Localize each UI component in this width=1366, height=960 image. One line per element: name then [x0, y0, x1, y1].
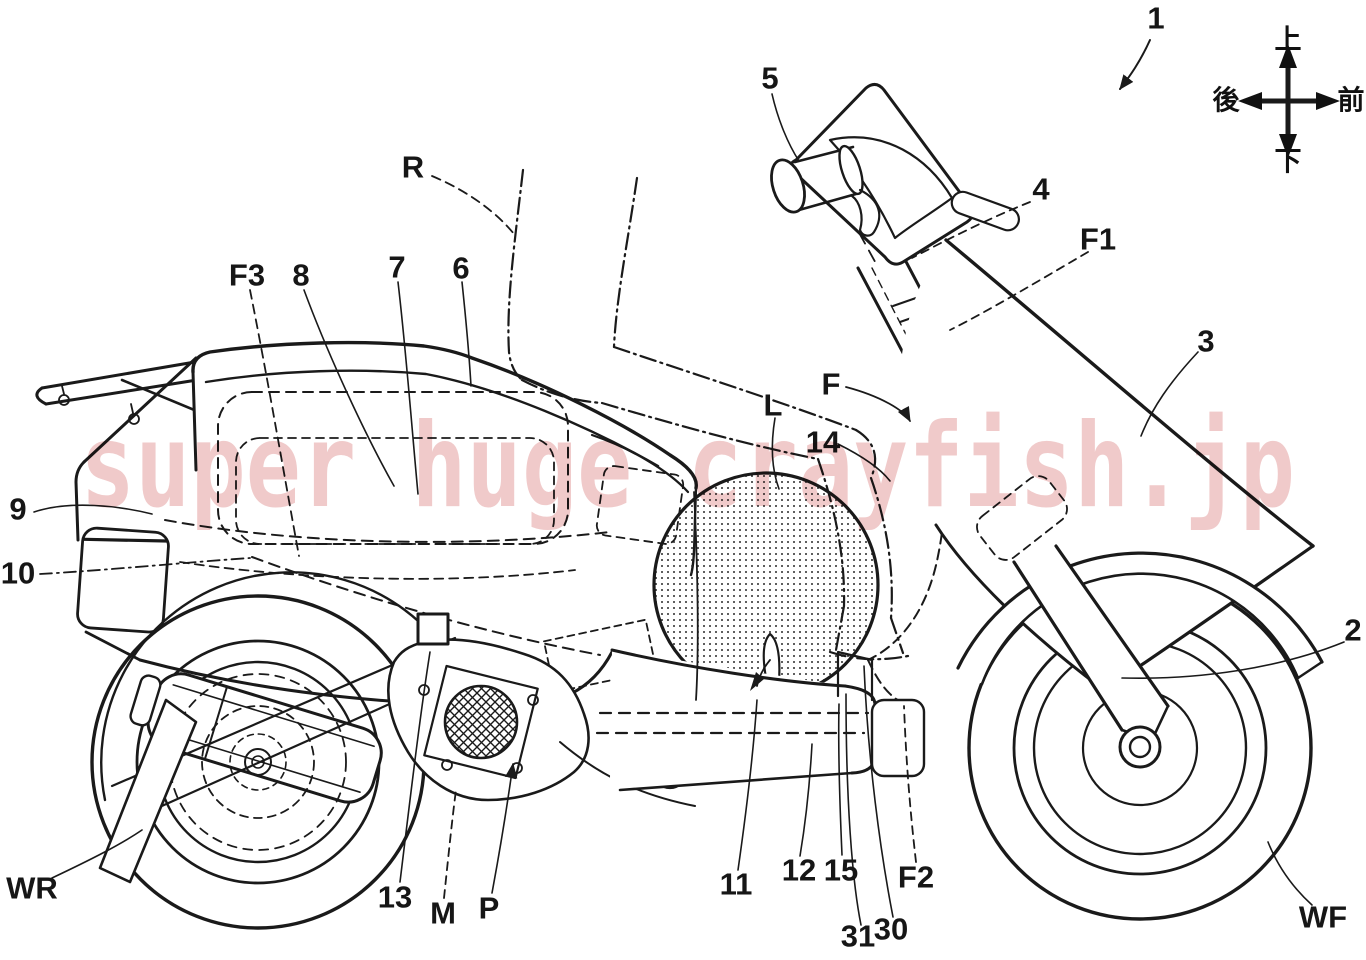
direction-compass: 上 下 前 後 — [1213, 25, 1365, 178]
compass-label-up: 上 — [1275, 25, 1302, 56]
arrow-11 — [750, 672, 764, 691]
ref-label-7: 7 — [388, 250, 405, 285]
ref-label-6: 6 — [452, 251, 469, 286]
engine — [387, 612, 590, 802]
rear-body — [74, 356, 614, 802]
compass-arrow-front — [1316, 92, 1340, 110]
leader-1 — [1119, 39, 1151, 90]
ref-label-3: 3 — [1197, 324, 1214, 359]
ref-label-WF: WF — [1299, 900, 1347, 935]
rider-silhouette — [507, 168, 910, 661]
compass-arrow-down — [1279, 134, 1297, 158]
ref-label-4: 4 — [1032, 172, 1050, 207]
handlebar-cowl — [770, 83, 1020, 266]
seat-outline — [191, 340, 698, 490]
ref-label-5: 5 — [761, 61, 778, 96]
ref-label-9: 9 — [9, 492, 26, 527]
ref-label-2: 2 — [1344, 613, 1361, 648]
rear-fender-arc — [100, 571, 450, 802]
seat-piping — [204, 369, 660, 468]
ref-label-31: 31 — [841, 919, 875, 954]
ref-label-L: L — [764, 388, 783, 423]
ref-label-10: 10 — [1, 556, 35, 591]
tail-light — [76, 526, 170, 634]
ref-label-F1: F1 — [1080, 222, 1116, 257]
floor-board — [595, 491, 926, 792]
ref-label-F3: F3 — [229, 258, 265, 293]
ref-label-P: P — [479, 891, 500, 926]
compass-arrow-rear — [1238, 92, 1262, 110]
ref-label-1: 1 — [1147, 1, 1164, 36]
bracket-13 — [416, 612, 450, 646]
ref-label-15: 15 — [824, 853, 858, 888]
compass-label-front: 前 — [1338, 85, 1365, 117]
watermark-text: super huge crayfish.jp — [80, 399, 1295, 534]
compass-arrow-up — [1279, 44, 1297, 68]
ref-label-11: 11 — [720, 867, 753, 902]
ref-label-8: 8 — [292, 258, 309, 293]
compass-label-down: 下 — [1275, 147, 1302, 178]
ref-label-12: 12 — [782, 853, 816, 888]
ref-label-30: 30 — [874, 912, 908, 947]
front-fork — [1012, 544, 1170, 769]
leader-P — [491, 762, 518, 894]
ref-label-WR: WR — [6, 871, 58, 906]
handlebar-grip-end — [770, 158, 806, 214]
leader-F — [845, 386, 911, 423]
leader-lines — [33, 39, 1345, 926]
ref-label-R: R — [402, 150, 424, 185]
ref-label-13: 13 — [378, 880, 412, 915]
ref-label-F2: F2 — [898, 860, 934, 895]
brake-lever — [850, 188, 881, 237]
ref-label-F: F — [822, 367, 841, 402]
cooling-fan — [443, 684, 519, 760]
ref-label-M: M — [430, 896, 456, 931]
ref-label-14: 14 — [806, 425, 841, 460]
fuel-tank-L — [652, 471, 880, 699]
compass-label-rear: 後 — [1213, 86, 1241, 117]
